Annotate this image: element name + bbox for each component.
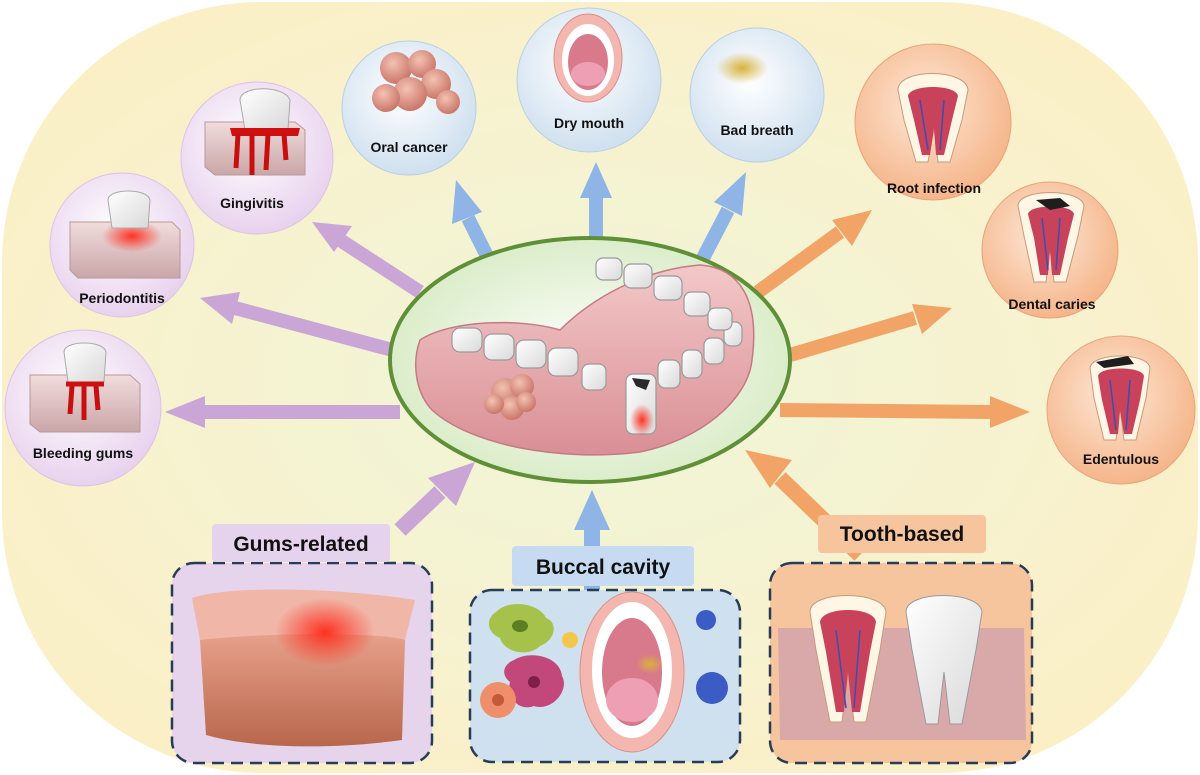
arrowhead-from-gums <box>428 462 475 506</box>
title-buccal: Buccal cavity <box>536 556 671 579</box>
arrowhead-dry-mouth <box>580 162 612 198</box>
arrowhead-periodontitis <box>200 292 240 324</box>
label-bleeding-gums: Bleeding gums <box>33 445 134 461</box>
virus-bottom <box>696 672 728 704</box>
gum-inflammation <box>275 598 375 666</box>
node-periodontitis: Periodontitis <box>49 172 195 318</box>
arrowhead-dental-caries <box>912 304 952 334</box>
arrowhead-from-buccal <box>574 490 610 530</box>
arrow-to-dental-caries <box>788 311 917 362</box>
breath-cloud <box>716 52 768 84</box>
arrowhead-gingivitis <box>312 222 352 252</box>
category-gums: Gums-related <box>170 524 434 765</box>
jaw-teeth <box>451 257 743 391</box>
label-oral-cancer: Oral cancer <box>370 139 448 155</box>
label-dry-mouth: Dry mouth <box>554 115 624 131</box>
arrow-to-root-infection <box>753 226 845 298</box>
arrow-to-edentulous <box>779 403 991 419</box>
virus-top <box>696 610 716 630</box>
arrowhead-bleeding-gums <box>165 396 205 428</box>
arrowhead-bad-breath <box>714 172 746 216</box>
arrow-to-periodontitis <box>233 301 402 359</box>
node-bleeding-gums: Bleeding gums <box>4 329 162 487</box>
label-bad-breath: Bad breath <box>720 122 793 138</box>
arrow-to-bad-breath <box>695 206 735 264</box>
center-jaw <box>388 236 792 484</box>
label-periodontitis: Periodontitis <box>79 290 165 306</box>
title-gums: Gums-related <box>233 533 368 556</box>
label-gingivitis: Gingivitis <box>220 195 284 211</box>
arrow-from-gums <box>394 486 446 536</box>
gums-title-bg <box>212 524 390 562</box>
node-dental-caries: Dental caries <box>981 181 1119 319</box>
tooth-title-bg <box>818 515 986 553</box>
buccal-title-bg <box>512 546 694 586</box>
bacteria-cluster <box>480 604 578 718</box>
label-root-infection: Root infection <box>887 180 981 196</box>
title-tooth: Tooth-based <box>840 523 964 546</box>
arrowhead-oral-cancer <box>452 180 482 224</box>
decay-mark <box>632 378 650 390</box>
arrowhead-from-tooth <box>745 450 792 488</box>
whole-tooth <box>905 595 983 725</box>
category-tooth: Tooth-based <box>768 515 1034 765</box>
node-edentulous: Edentulous <box>1046 335 1196 485</box>
infection-glow <box>630 404 654 436</box>
node-oral-cancer: Oral cancer <box>341 40 477 176</box>
arrow-to-gingivitis <box>336 234 424 298</box>
arrowhead-root-infection <box>832 210 872 246</box>
label-edentulous: Edentulous <box>1083 451 1159 467</box>
node-dry-mouth: Dry mouth <box>516 7 662 153</box>
arrowhead-edentulous <box>990 396 1030 428</box>
category-buccal: Buccal cavity <box>468 546 742 764</box>
label-dental-caries: Dental caries <box>1008 296 1095 312</box>
node-bad-breath: Bad breath <box>689 27 825 163</box>
node-root-infection: Root infection <box>854 43 1012 201</box>
tumor-blob <box>484 374 536 420</box>
node-gingivitis: Gingivitis <box>180 81 334 235</box>
